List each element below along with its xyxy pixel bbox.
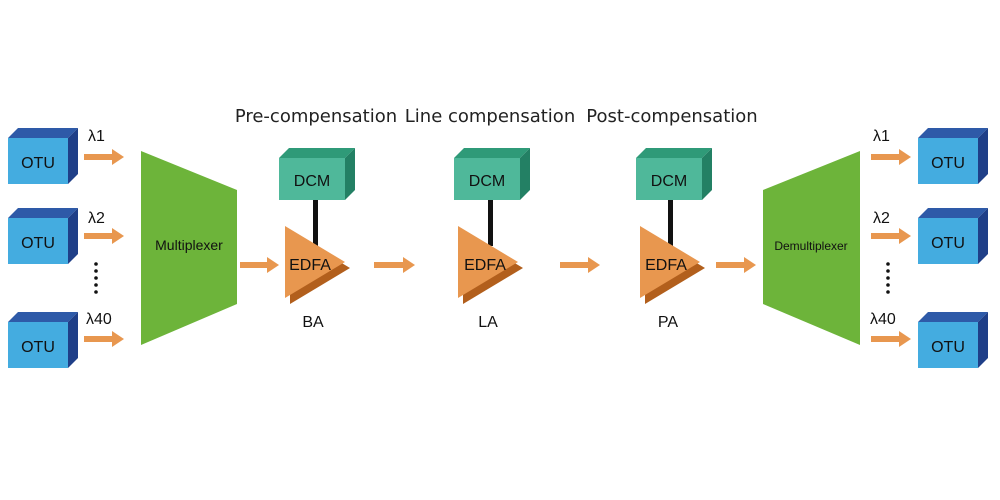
otu-label: OTU [21, 339, 55, 356]
amplifier-label-ba: BA [302, 314, 324, 331]
otu-rx-1: OTU [918, 128, 988, 184]
wavelength-label-2: λ2 [88, 210, 105, 227]
edfa-label: EDFA [645, 257, 687, 274]
arrow-icon [240, 257, 279, 273]
wavelength-label-1: λ1 [88, 128, 105, 145]
otu-tx-2: OTU [8, 208, 78, 264]
edfa-label: EDFA [464, 257, 506, 274]
dcm-post: DCM [636, 148, 712, 200]
edfa-line-amplifier: EDFA [458, 226, 523, 304]
amplifier-label-la: LA [478, 314, 498, 331]
edfa-label: EDFA [289, 257, 331, 274]
arrow-icon [871, 331, 911, 347]
line-compensation-title: Line compensation [405, 106, 575, 127]
edfa-preamplifier: EDFA [640, 226, 705, 304]
dcm-line: DCM [454, 148, 530, 200]
arrow-icon [871, 228, 911, 244]
amplifier-label-pa: PA [658, 314, 678, 331]
otu-label: OTU [21, 155, 55, 172]
otu-tx-1: OTU [8, 128, 78, 184]
otu-label: OTU [931, 155, 965, 172]
otu-rx-40: OTU [918, 312, 988, 368]
multiplexer [141, 151, 237, 345]
ellipsis-dots-right [886, 262, 890, 294]
post-compensation-title: Post-compensation [586, 106, 757, 127]
otu-tx-40: OTU [8, 312, 78, 368]
demultiplexer-label: Demultiplexer [774, 239, 847, 253]
arrow-icon [374, 257, 415, 273]
arrow-icon [84, 228, 124, 244]
dcm-label: DCM [469, 173, 505, 190]
ellipsis-dots-left [94, 262, 98, 294]
connector-line [668, 200, 673, 246]
otu-label: OTU [21, 235, 55, 252]
dcm-label: DCM [294, 173, 330, 190]
arrow-icon [560, 257, 600, 273]
demultiplexer [763, 151, 860, 345]
wavelength-label-1: λ1 [873, 128, 890, 145]
connector-line [313, 200, 318, 246]
dcm-label: DCM [651, 173, 687, 190]
wavelength-label-40: λ40 [870, 311, 896, 328]
arrow-icon [871, 149, 911, 165]
pre-compensation-title: Pre-compensation [235, 106, 397, 127]
connector-line [488, 200, 493, 246]
edfa-booster: EDFA [285, 226, 350, 304]
multiplexer-label: Multiplexer [155, 237, 223, 253]
wavelength-label-2: λ2 [873, 210, 890, 227]
arrow-icon [716, 257, 756, 273]
otu-label: OTU [931, 235, 965, 252]
dcm-pre: DCM [279, 148, 355, 200]
otu-rx-2: OTU [918, 208, 988, 264]
arrow-icon [84, 331, 124, 347]
otu-label: OTU [931, 339, 965, 356]
wavelength-label-40: λ40 [86, 311, 112, 328]
arrow-icon [84, 149, 124, 165]
